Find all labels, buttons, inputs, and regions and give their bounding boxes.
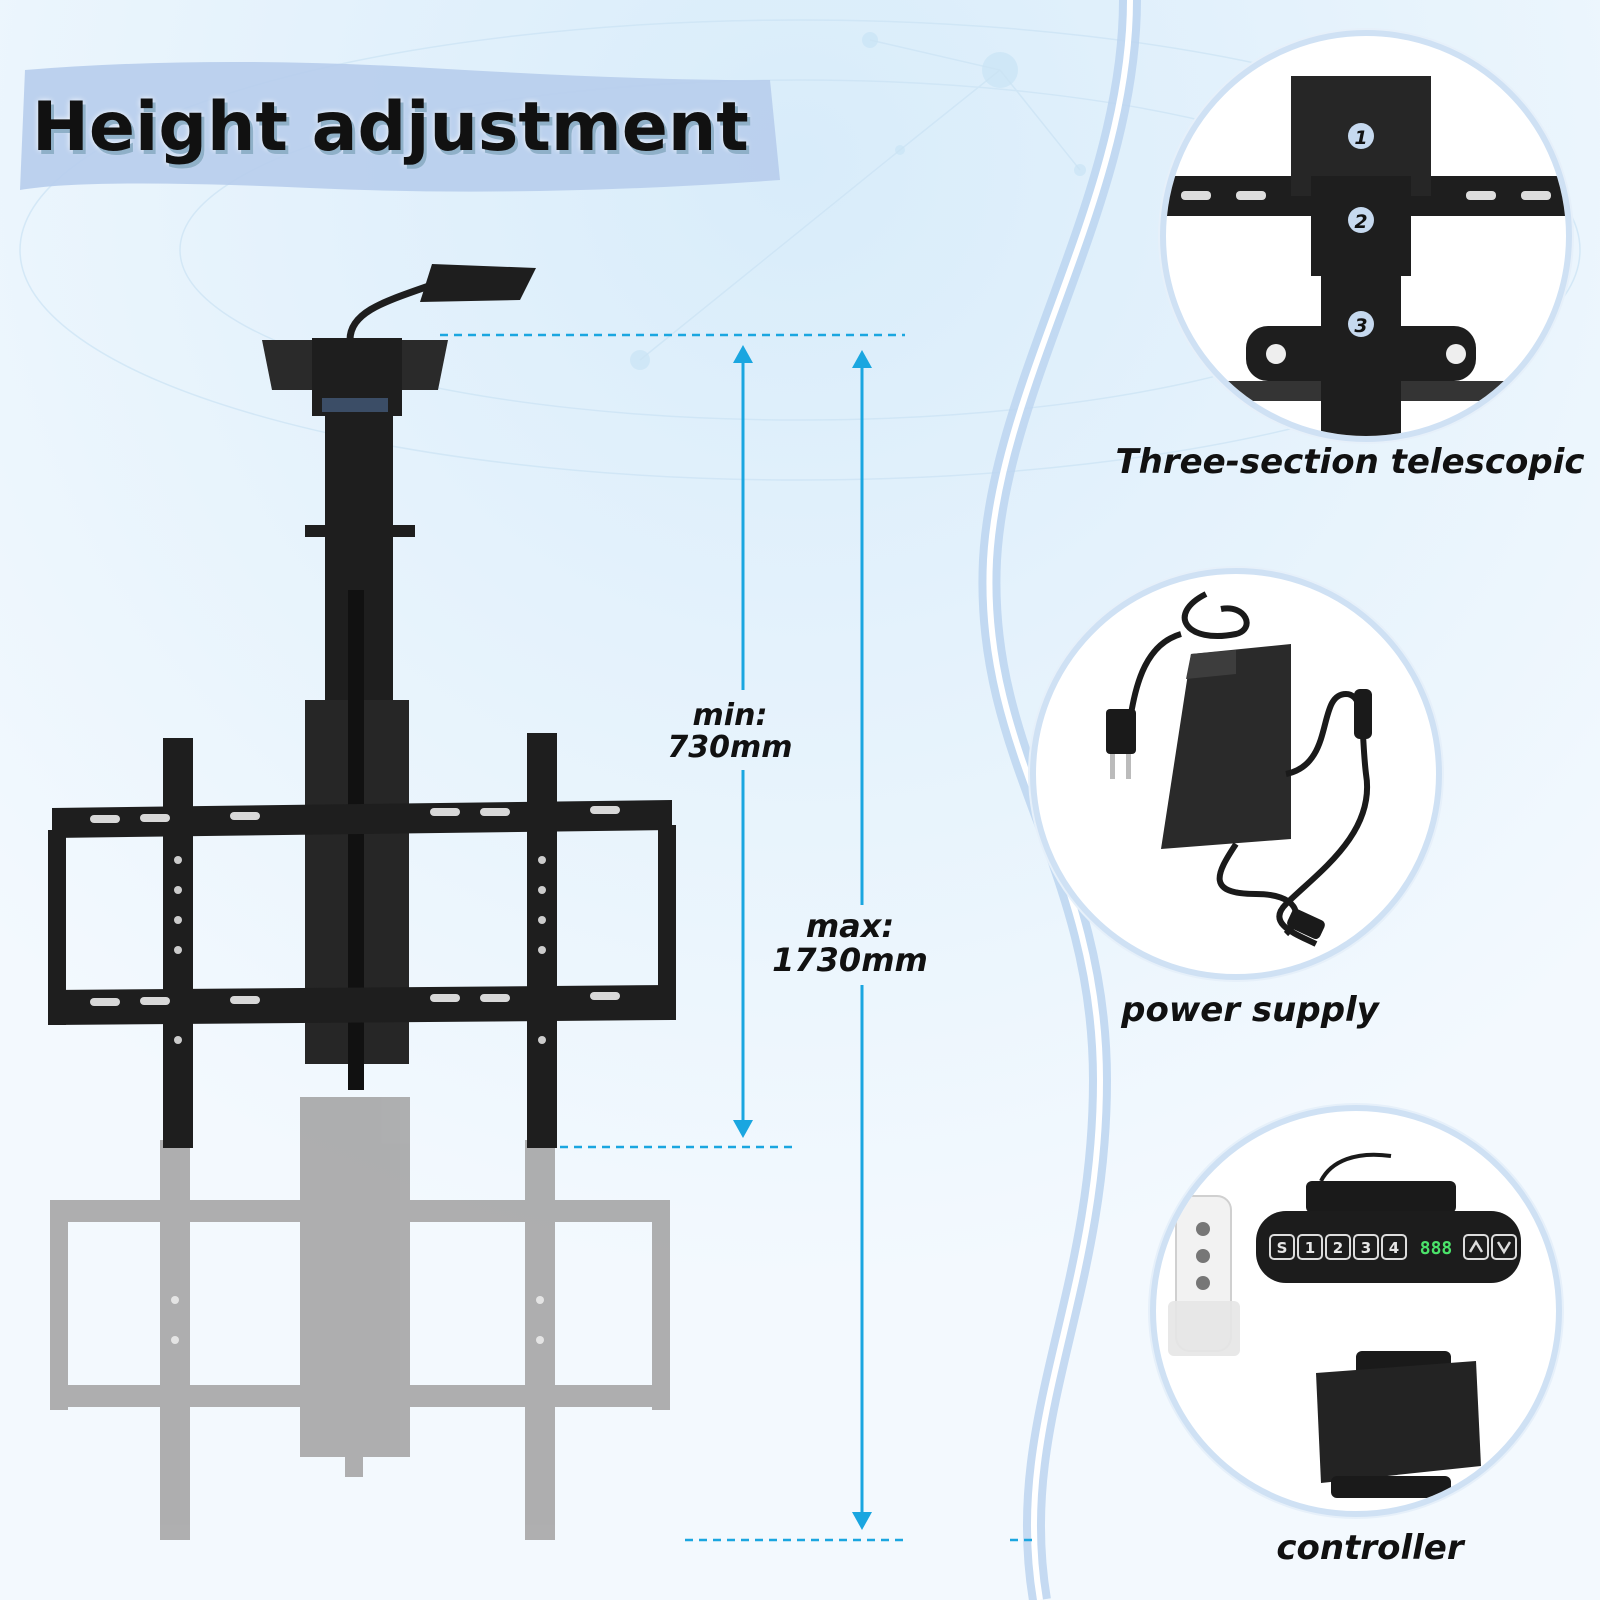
keypad-key-4: 4 (1389, 1239, 1399, 1257)
keypad-key-3: 3 (1361, 1239, 1371, 1257)
max-height-label: max: 1730mm (760, 907, 940, 979)
extended-mount-ghost (50, 1097, 670, 1540)
max-label: max: (805, 907, 895, 945)
controller-circle: S 1 2 3 4 888 (1150, 1105, 1562, 1517)
section-badges (1348, 123, 1374, 337)
telescopic-column-image: 1 2 3 (1166, 76, 1566, 436)
keypad-key-s: S (1277, 1239, 1288, 1257)
section-number-2: 2 (1354, 211, 1367, 233)
up-arrow-icon (1468, 1239, 1484, 1253)
power-supply-circle (1030, 568, 1442, 980)
telescopic-caption: Three-section telescopic (1115, 442, 1585, 482)
controller-image: S 1 2 3 4 888 (1168, 1152, 1521, 1498)
keypad-key-2: 2 (1333, 1239, 1343, 1257)
min-height-label: min: 730mm (640, 700, 820, 763)
min-label: min: (692, 698, 768, 733)
telescopic-detail-circle: 1 2 3 (1160, 30, 1572, 442)
max-value: 1730mm (772, 940, 928, 979)
power-supply-caption: power supply (1121, 990, 1379, 1030)
keypad-key-1: 1 (1305, 1239, 1315, 1257)
page-title: Height adjustment (32, 88, 749, 167)
down-arrow-icon (1496, 1241, 1512, 1255)
min-value: 730mm (667, 729, 793, 765)
section-number-1: 1 (1354, 127, 1367, 149)
controller-caption: controller (1276, 1528, 1464, 1568)
keypad-display: 888 (1420, 1238, 1453, 1259)
title-banner (10, 50, 790, 210)
power-supply-image (1106, 591, 1372, 947)
section-number-3: 3 (1354, 315, 1367, 337)
